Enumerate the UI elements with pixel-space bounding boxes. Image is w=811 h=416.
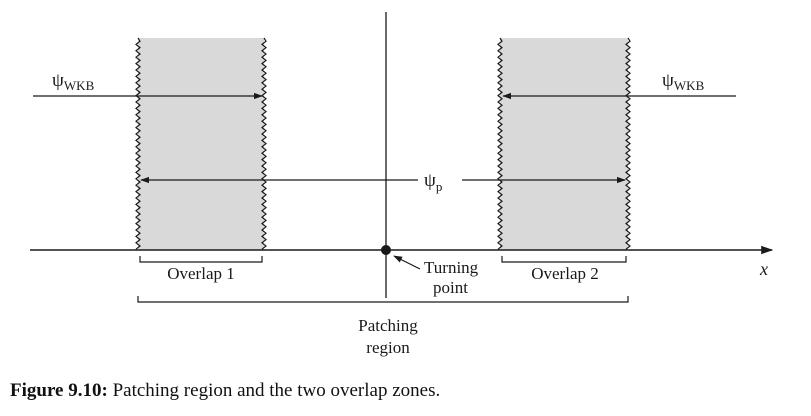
overlap-1-left-boundary xyxy=(135,37,141,250)
patching-region-bracket xyxy=(137,296,629,303)
overlap-zone-2 xyxy=(500,38,628,250)
x-axis-label: x xyxy=(759,259,768,279)
figure-caption-label: Figure 9.10: xyxy=(10,380,108,401)
overlap-1-label: Overlap 1 xyxy=(167,264,235,283)
overlap-2-left-boundary xyxy=(497,37,503,250)
overlap-2-bracket xyxy=(501,256,627,263)
turning-point-label-line1: Turning xyxy=(424,258,479,277)
figure-caption: Figure 9.10: Patching region and the two… xyxy=(10,380,440,402)
psi-wkb-right-label: ψWKB xyxy=(662,70,705,93)
overlap-1-bracket xyxy=(139,256,263,263)
patching-region-label-line2: region xyxy=(366,338,410,357)
turning-point-pointer xyxy=(393,255,421,270)
overlap-zone-1 xyxy=(138,38,264,250)
psi-wkb-left-label: ψWKB xyxy=(52,70,95,93)
patching-region-label-line1: Patching xyxy=(358,316,418,335)
turning-point-dot xyxy=(381,245,391,255)
overlap-2-right-boundary xyxy=(625,37,631,250)
figure-caption-text: Patching region and the two overlap zone… xyxy=(107,380,441,401)
patching-diagram: x ψWKB ψWKB ψp Turning point Overlap 1 O… xyxy=(30,12,774,357)
psi-p-label: ψp xyxy=(424,170,442,194)
overlap-2-label: Overlap 2 xyxy=(531,264,599,283)
turning-point-label-line2: point xyxy=(433,278,468,297)
overlap-1-right-boundary xyxy=(261,37,267,250)
